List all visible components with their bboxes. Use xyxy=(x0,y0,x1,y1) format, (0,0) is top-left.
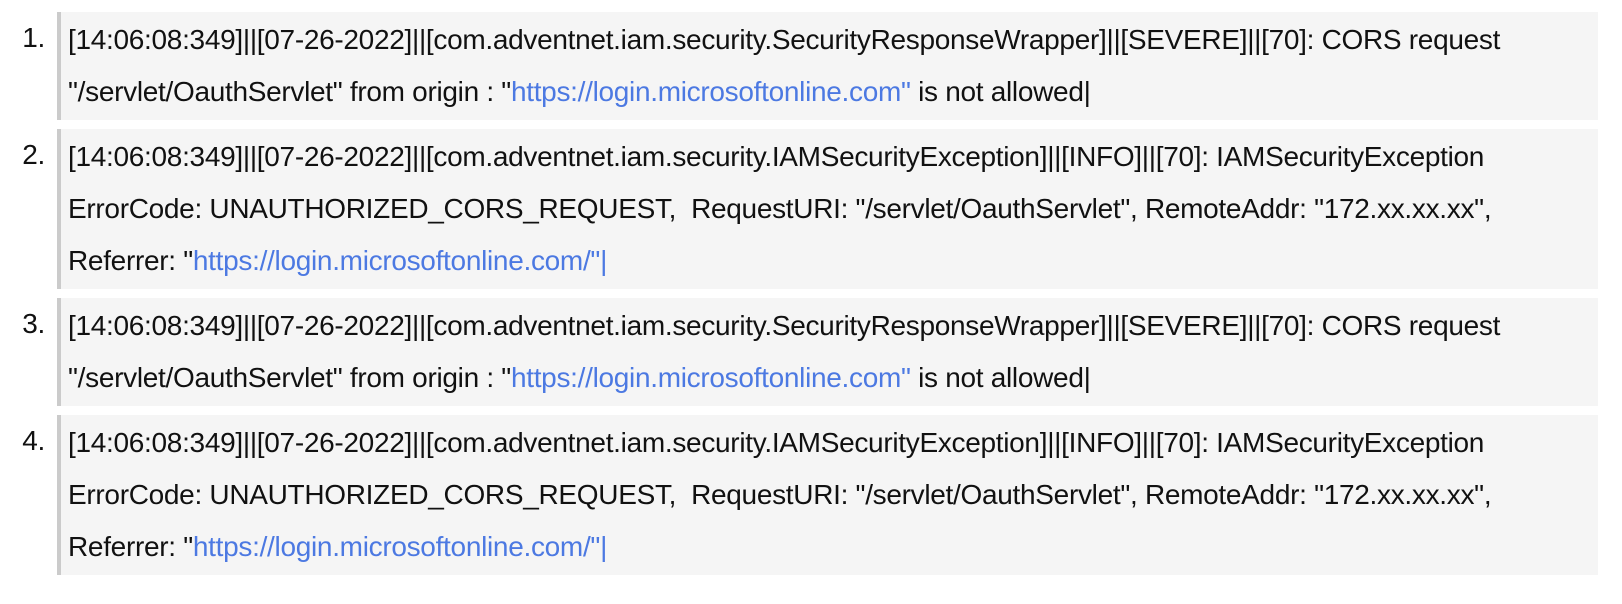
log-entry-number: 4. xyxy=(22,425,45,456)
log-entry-list: 1. [14:06:08:349]||[07-26-2022]||[com.adv… xyxy=(0,12,1598,575)
log-entry-block: [14:06:08:349]||[07-26-2022]||[com.adven… xyxy=(57,298,1598,406)
log-entry: 1. [14:06:08:349]||[07-26-2022]||[com.adv… xyxy=(0,12,1598,120)
log-entry: 3. [14:06:08:349]||[07-26-2022]||[com.adv… xyxy=(0,298,1598,406)
log-url-link[interactable]: https://login.microsoftonline.com" xyxy=(510,362,911,393)
log-url-link[interactable]: https://login.microsoftonline.com/"| xyxy=(192,245,608,276)
log-url-link[interactable]: https://login.microsoftonline.com/"| xyxy=(192,531,608,562)
log-text: is not allowed| xyxy=(910,76,1091,107)
log-entry-number: 2. xyxy=(22,139,45,170)
log-entry-block: [14:06:08:349]||[07-26-2022]||[com.adven… xyxy=(57,12,1598,120)
log-entry-number: 3. xyxy=(22,308,45,339)
log-entry-number: 1. xyxy=(22,22,45,53)
log-entry: 2. [14:06:08:349]||[07-26-2022]||[com.adv… xyxy=(0,129,1598,289)
log-text: [14:06:08:349]||[07-26-2022]||[com.adven… xyxy=(68,24,1508,107)
log-text: [14:06:08:349]||[07-26-2022]||[com.adven… xyxy=(68,427,1499,562)
log-url-link[interactable]: https://login.microsoftonline.com" xyxy=(510,76,911,107)
log-text: [14:06:08:349]||[07-26-2022]||[com.adven… xyxy=(68,141,1499,276)
log-entry-block: [14:06:08:349]||[07-26-2022]||[com.adven… xyxy=(57,129,1598,289)
log-text: [14:06:08:349]||[07-26-2022]||[com.adven… xyxy=(68,310,1508,393)
log-entry-block: [14:06:08:349]||[07-26-2022]||[com.adven… xyxy=(57,415,1598,575)
log-entry: 4. [14:06:08:349]||[07-26-2022]||[com.adv… xyxy=(0,415,1598,575)
log-text: is not allowed| xyxy=(910,362,1091,393)
log-page: 1. [14:06:08:349]||[07-26-2022]||[com.adv… xyxy=(0,12,1598,575)
